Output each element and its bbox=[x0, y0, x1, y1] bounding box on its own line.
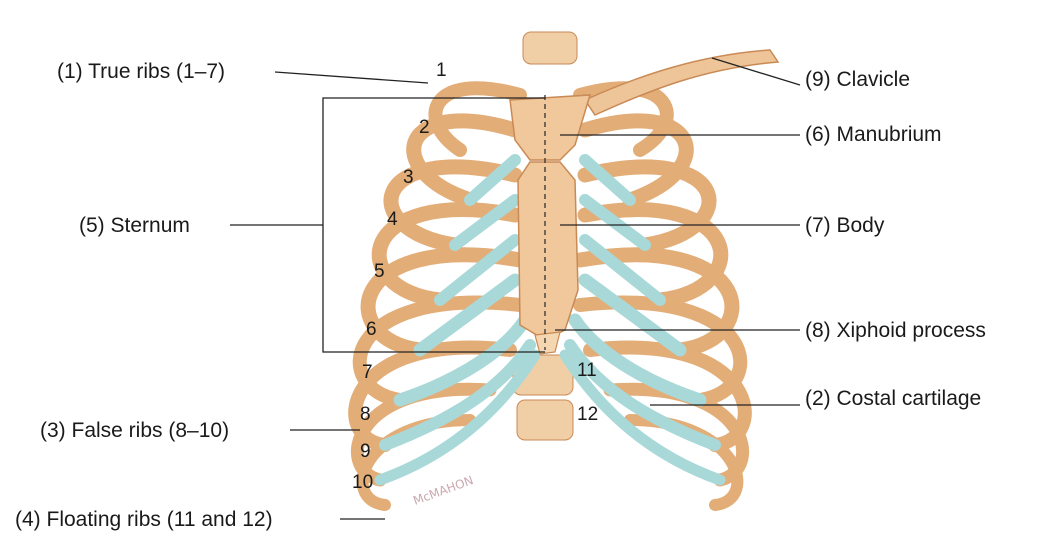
sternum bbox=[509, 94, 592, 355]
rib-number-6: 6 bbox=[366, 319, 377, 340]
rib-number-7: 7 bbox=[362, 362, 373, 383]
left-ribs bbox=[348, 81, 528, 511]
label-xiphoid-process: (8) Xiphoid process bbox=[805, 319, 986, 342]
label-sternum: (5) Sternum bbox=[79, 214, 190, 237]
rib-number-10: 10 bbox=[352, 472, 373, 493]
label-body: (7) Body bbox=[805, 214, 885, 237]
labels: (1) True ribs (1–7) (9) Clavicle (6) Man… bbox=[15, 60, 986, 531]
label-true-ribs: (1) True ribs (1–7) bbox=[57, 60, 225, 83]
rib-number-11: 11 bbox=[577, 360, 597, 381]
artist-signature: McMAHON bbox=[411, 473, 475, 508]
sternum-body-shape bbox=[517, 161, 579, 341]
xiphoid-shape bbox=[534, 331, 561, 355]
rib-number-12: 12 bbox=[577, 404, 598, 425]
rib-number-8: 8 bbox=[360, 404, 371, 425]
label-false-ribs: (3) False ribs (8–10) bbox=[40, 419, 229, 442]
manubrium-shape bbox=[509, 94, 592, 161]
rib-number-3: 3 bbox=[403, 167, 414, 188]
label-costal-cartilage: (2) Costal cartilage bbox=[805, 387, 981, 410]
rib-number-4: 4 bbox=[387, 209, 398, 230]
leader-lines bbox=[230, 57, 801, 520]
clavicle bbox=[583, 49, 780, 116]
rib-numbers: 1 2 3 4 5 6 7 8 9 10 11 12 bbox=[352, 60, 598, 493]
label-floating-ribs: (4) Floating ribs (11 and 12) bbox=[15, 508, 273, 531]
rib-number-1: 1 bbox=[436, 60, 447, 81]
label-manubrium: (6) Manubrium bbox=[805, 123, 942, 146]
rib-number-9: 9 bbox=[360, 441, 371, 462]
label-clavicle: (9) Clavicle bbox=[805, 68, 910, 91]
rib-number-2: 2 bbox=[419, 117, 430, 138]
vertebrae bbox=[512, 31, 578, 441]
rib-number-5: 5 bbox=[374, 261, 385, 282]
